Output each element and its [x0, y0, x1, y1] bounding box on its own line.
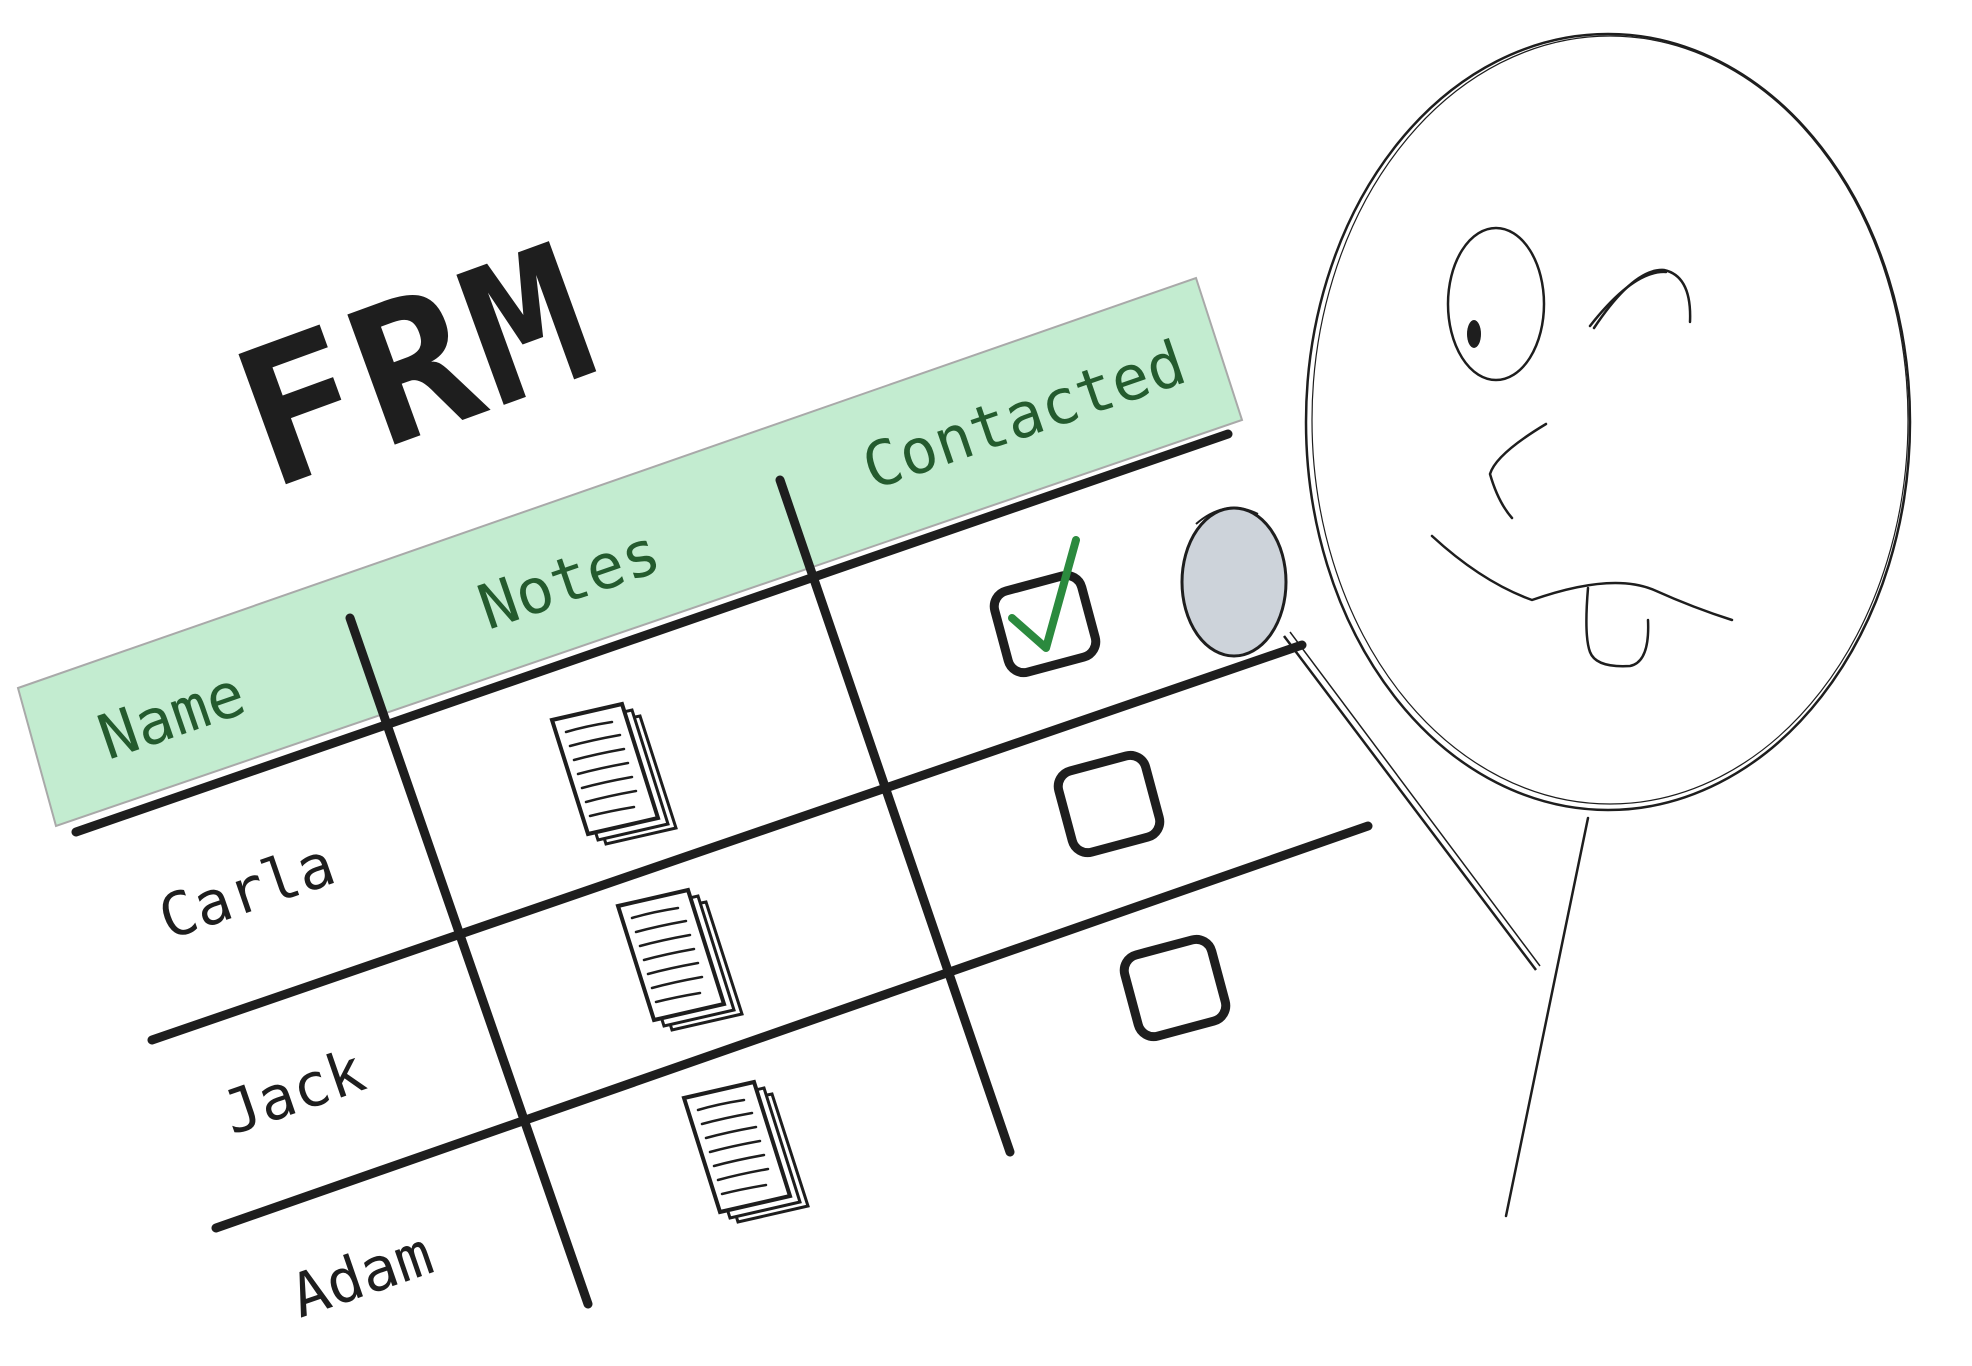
- table-grid: [71, 429, 1373, 1309]
- notes-icon-adam[interactable]: [682, 1080, 810, 1224]
- stick-figure: [1304, 32, 1912, 1218]
- header-bottom-line: [71, 429, 1233, 837]
- nose: [1488, 422, 1548, 520]
- checkbox-box: [1053, 750, 1165, 858]
- column-divider-1: [345, 613, 593, 1309]
- row-name-jack: Jack: [214, 1036, 373, 1149]
- mouth: [1430, 534, 1734, 622]
- contacted-checkbox-carla[interactable]: [989, 536, 1101, 678]
- row-divider-1: [147, 640, 1307, 1045]
- eye-wink-icon: [1592, 268, 1692, 330]
- checkbox-box: [1119, 934, 1231, 1042]
- eye-open-icon: [1446, 226, 1546, 382]
- magnifier-handle: [1283, 635, 1537, 971]
- page-title: FRM: [210, 201, 625, 532]
- row-divider-2: [211, 821, 1373, 1233]
- contacted-checkbox-jack[interactable]: [1053, 750, 1165, 858]
- tongue: [1585, 586, 1650, 668]
- neck-line: [1504, 816, 1590, 1218]
- magnifier-lens: [1180, 506, 1288, 658]
- row-name-carla: Carla: [150, 829, 344, 954]
- row-name-adam: Adam: [282, 1219, 441, 1332]
- column-divider-2: [775, 475, 1015, 1157]
- magnifying-glass-icon: [1180, 506, 1541, 971]
- table-header-band: [16, 276, 1244, 828]
- checkbox-box: [989, 570, 1101, 678]
- notes-icon-carla[interactable]: [550, 702, 678, 846]
- checkmark-icon: [1008, 536, 1080, 652]
- head-outline: [1304, 32, 1912, 812]
- notes-icon-jack[interactable]: [616, 888, 744, 1032]
- contacted-checkbox-adam[interactable]: [1119, 934, 1231, 1042]
